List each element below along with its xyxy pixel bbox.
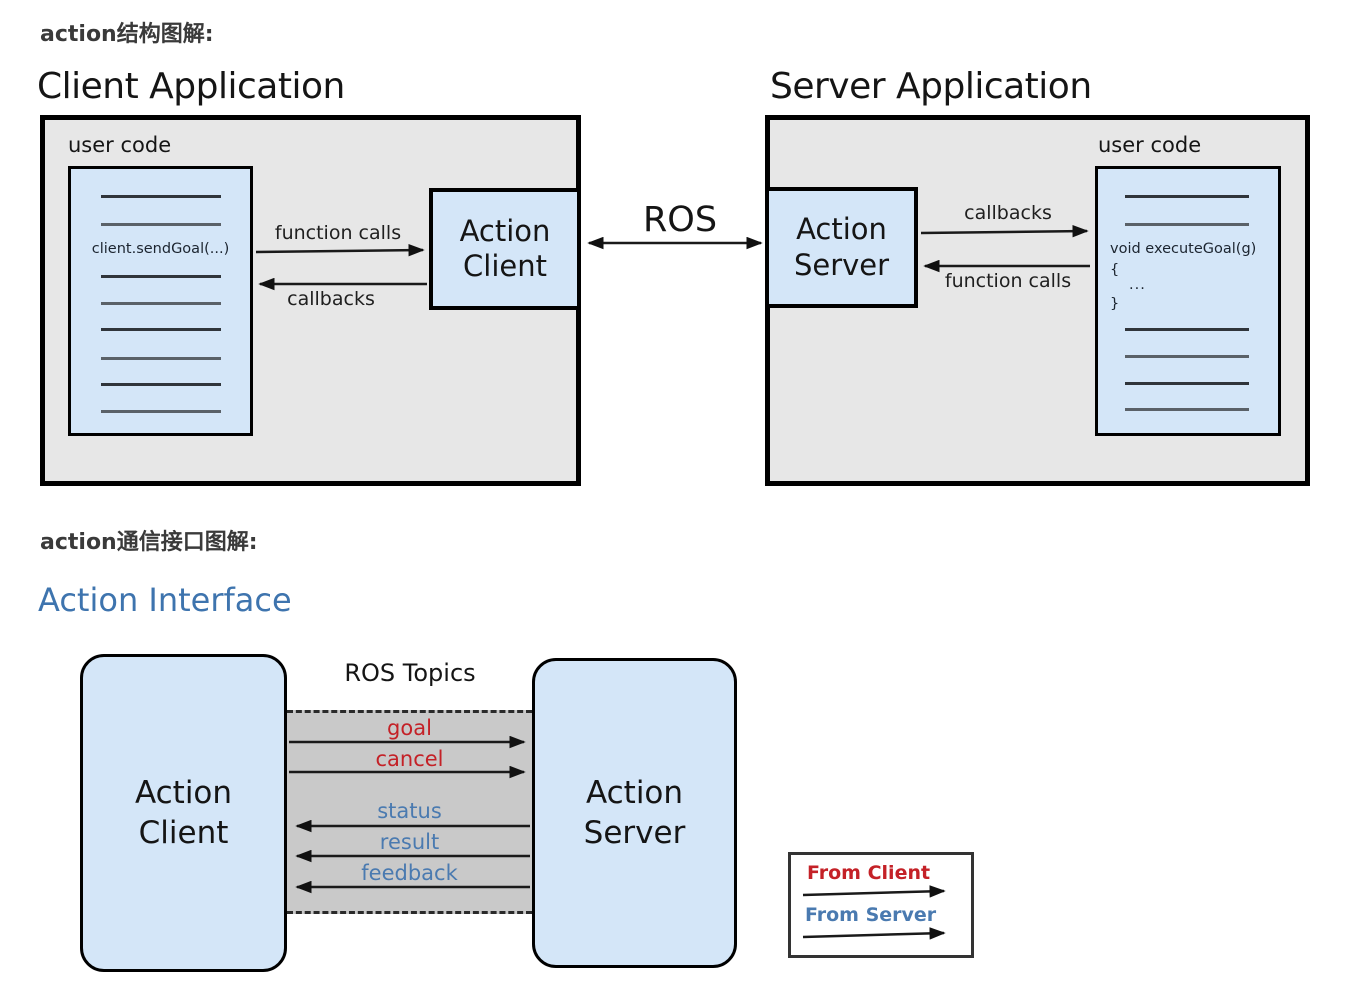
ros-topics-label: ROS Topics bbox=[344, 659, 476, 687]
interface-action-server-box: Action Server bbox=[532, 658, 737, 968]
section2-title: action通信接口图解: bbox=[40, 530, 258, 555]
legend-from-server-label: From Server bbox=[805, 904, 937, 926]
server-user-code-label: user code bbox=[1098, 133, 1202, 157]
interface-server-line1: Action bbox=[585, 774, 684, 811]
interface-server-line2: Server bbox=[583, 815, 686, 851]
code-line bbox=[101, 410, 221, 413]
code-line bbox=[101, 302, 221, 305]
client-user-code-box: client.sendGoal(...) bbox=[68, 166, 253, 436]
topic-feedback-label: feedback bbox=[361, 861, 458, 885]
action-interface-heading: Action Interface bbox=[38, 581, 292, 619]
interface-client-line1: Action bbox=[134, 774, 233, 811]
server-code-text-2: { bbox=[1110, 262, 1120, 278]
ros-topics-band bbox=[287, 710, 532, 914]
action-client-line1: Action bbox=[459, 213, 551, 248]
server-function-calls-label: function calls bbox=[944, 270, 1072, 292]
action-server-box: Action Server bbox=[765, 187, 918, 308]
ros-label: ROS bbox=[642, 200, 718, 240]
code-line bbox=[1125, 195, 1249, 198]
server-code-text-1: void executeGoal(g) bbox=[1110, 241, 1257, 257]
legend-box bbox=[788, 852, 974, 958]
action-server-line1: Action bbox=[796, 212, 887, 247]
code-line bbox=[1125, 223, 1249, 226]
code-line bbox=[1125, 382, 1249, 385]
topic-status-label: status bbox=[377, 799, 442, 823]
server-application-title: Server Application bbox=[770, 66, 1092, 107]
server-code-text-4: } bbox=[1110, 296, 1120, 312]
topic-result-label: result bbox=[379, 830, 440, 854]
action-client-box: Action Client bbox=[429, 188, 581, 310]
legend-from-client-label: From Client bbox=[807, 862, 931, 884]
section1-title: action结构图解: bbox=[40, 22, 214, 47]
code-line bbox=[1125, 408, 1249, 411]
client-application-title: Client Application bbox=[37, 66, 345, 107]
topic-cancel-label: cancel bbox=[375, 747, 444, 771]
code-line bbox=[1125, 328, 1249, 331]
interface-client-line2: Client bbox=[138, 815, 229, 851]
code-line bbox=[101, 275, 221, 278]
action-client-line2: Client bbox=[463, 249, 547, 283]
client-user-code-label: user code bbox=[68, 133, 172, 157]
function-calls-label: function calls bbox=[274, 222, 402, 244]
code-line bbox=[101, 357, 221, 360]
topic-goal-label: goal bbox=[387, 716, 432, 740]
server-callbacks-label: callbacks bbox=[964, 202, 1052, 224]
code-line bbox=[101, 195, 221, 198]
callbacks-label: callbacks bbox=[287, 288, 375, 310]
code-line bbox=[101, 328, 221, 331]
client-code-text: client.sendGoal(...) bbox=[91, 241, 230, 257]
server-code-text-3: ... bbox=[1129, 277, 1146, 293]
code-line bbox=[101, 383, 221, 386]
interface-action-client-box: Action Client bbox=[80, 654, 287, 972]
code-line bbox=[101, 223, 221, 226]
server-user-code-box: void executeGoal(g) { ... } bbox=[1095, 166, 1281, 436]
code-line bbox=[1125, 355, 1249, 358]
action-server-line2: Server bbox=[793, 247, 890, 282]
